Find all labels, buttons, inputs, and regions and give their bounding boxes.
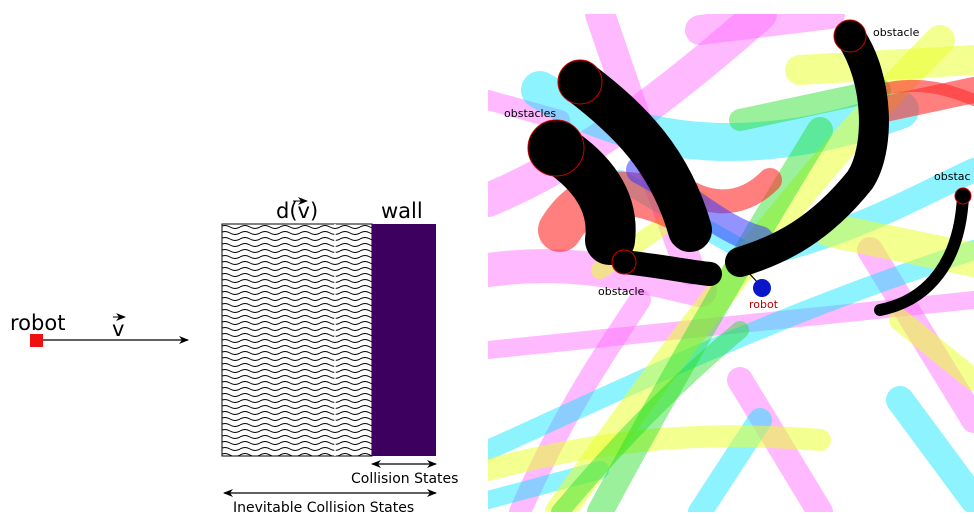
obstacle-circle: [954, 187, 972, 205]
obstacle-label: obstacle: [598, 285, 645, 298]
obstacle-circle: [611, 249, 637, 275]
wall-label: wall: [381, 199, 423, 223]
distance-label: d(v): [276, 199, 318, 223]
robot-square: [30, 334, 43, 347]
wall: [372, 224, 436, 456]
obstacle-circle: [557, 59, 603, 105]
velocity-label: v: [112, 317, 124, 341]
obstacle-label: obstac: [934, 170, 971, 183]
ics-label: Inevitable Collision States: [233, 500, 414, 514]
ics-diagram: robot v d(v) wall Collision States Inevi…: [10, 197, 458, 514]
simulation-scene: obstacle obstacles obstacle obstac robot: [488, 14, 974, 512]
obstacle-heads: [527, 19, 972, 275]
collision-states-label: Collision States: [351, 471, 458, 487]
obstacles-label: obstacles: [504, 107, 556, 120]
robot-circle: [753, 279, 771, 297]
obstacle-label: obstacle: [873, 26, 920, 39]
robot-label-scene: robot: [749, 298, 779, 311]
robot-velocity-arrow: [730, 253, 761, 286]
obstacle-circle: [833, 19, 867, 53]
obstacle-circle: [527, 119, 585, 177]
green-trails: [551, 79, 891, 512]
ics-region: [221, 223, 373, 457]
robot-label: robot: [10, 311, 65, 335]
